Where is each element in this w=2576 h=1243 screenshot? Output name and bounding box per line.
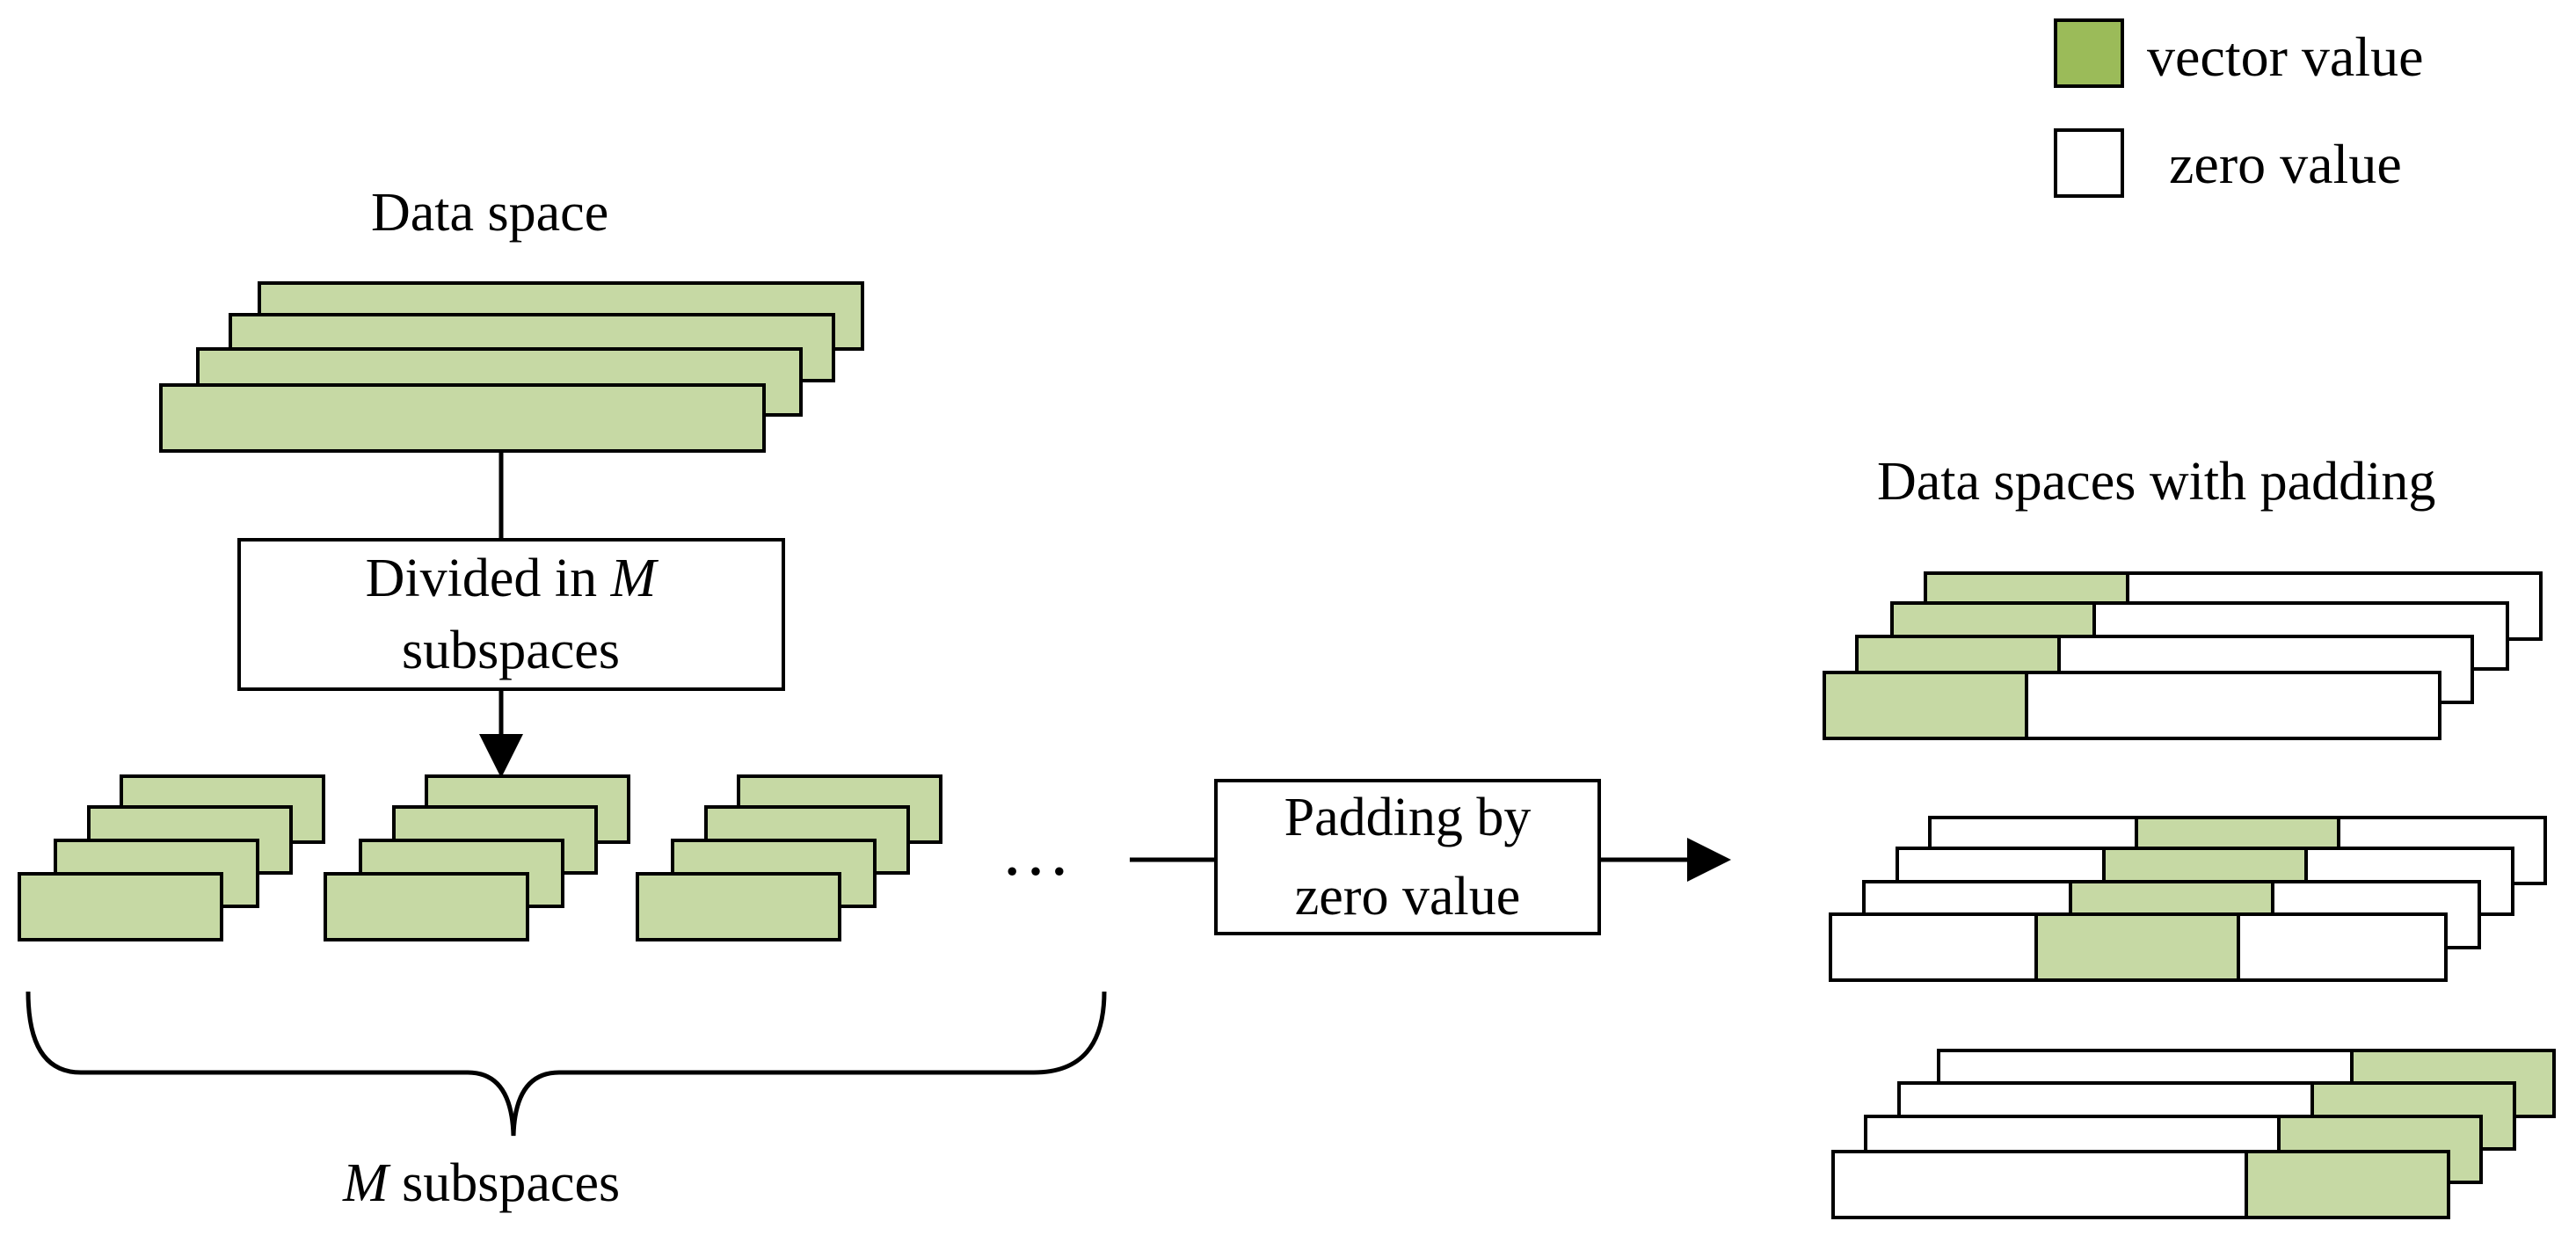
data-space-title: Data space [371, 183, 608, 243]
padded-vector-segment [1823, 671, 2028, 740]
padded-vector-segment [2245, 1150, 2450, 1219]
subspace-stack [636, 774, 942, 941]
padded-stack [1823, 571, 2543, 740]
legend-vector-label: vector value [2147, 25, 2424, 88]
divide-box: Divided in M subspaces [237, 538, 785, 691]
divide-box-text-line2: subspaces [402, 621, 620, 680]
legend-zero-swatch [2054, 128, 2124, 198]
data-space-layer [159, 383, 766, 453]
brace-label: M subspaces [342, 1153, 620, 1213]
legend-zero-label: zero value [2169, 133, 2402, 195]
legend: vector value zero value [2054, 18, 2424, 198]
subspace-layer [18, 872, 223, 941]
padded-stack [1831, 1049, 2556, 1219]
divide-box-frame [237, 538, 785, 691]
padded-vector-segment [2034, 912, 2240, 982]
subspace-layer [324, 872, 529, 941]
subspace-layer [636, 872, 841, 941]
subspaces-brace [25, 991, 1107, 1137]
padding-box-text-line2: zero value [1295, 867, 1520, 927]
padding-box-text-line1: Padding by [1284, 788, 1532, 847]
subspace-stack [324, 774, 630, 941]
subspace-stack [18, 774, 325, 941]
padded-stack [1829, 816, 2547, 982]
padded-title: Data spaces with padding [1877, 452, 2435, 512]
divide-box-text-line1: Divided in M [366, 549, 659, 608]
data-space-stack [159, 281, 864, 453]
legend-vector-swatch [2054, 18, 2124, 88]
ellipsis: … [1001, 813, 1071, 890]
padding-box: Padding by zero value [1214, 779, 1601, 935]
padding-box-frame [1214, 779, 1601, 935]
